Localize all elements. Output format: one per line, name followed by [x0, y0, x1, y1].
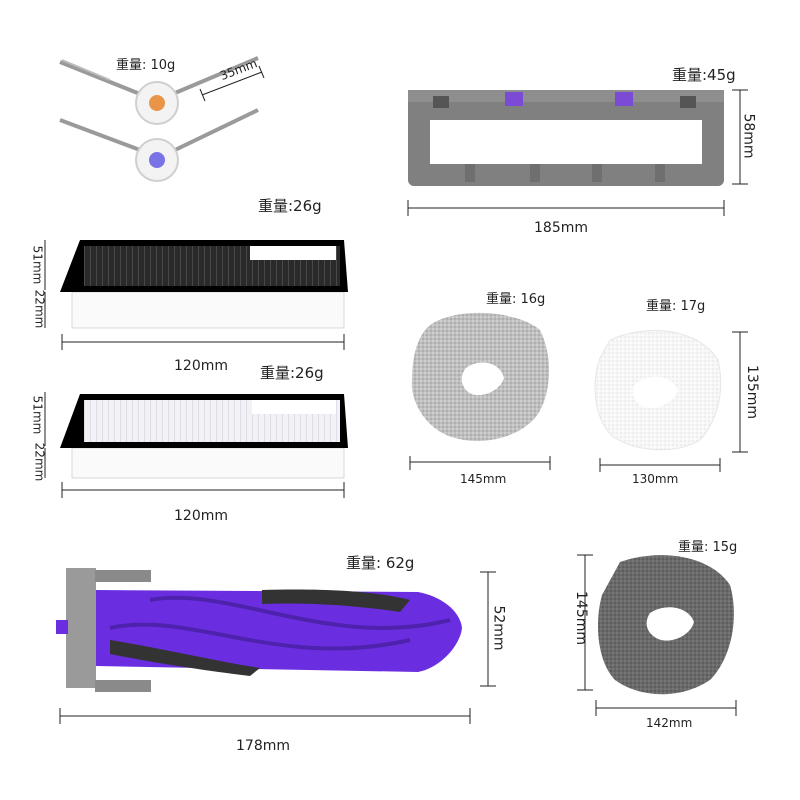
filter-white-width-label: 120mm: [174, 508, 228, 524]
mop-pad-white: [594, 330, 722, 451]
frame-width-label: 185mm: [534, 220, 588, 236]
filter-white: [60, 394, 348, 479]
roller-brush: [56, 568, 462, 692]
mop-dark-width-label: 142mm: [646, 716, 693, 730]
purple-hub: [149, 152, 165, 168]
filter-white-dimension-lines: [44, 392, 345, 498]
roller-height-label: 52mm: [490, 605, 507, 651]
mop-pad-dark: [598, 555, 734, 695]
side-brush-weight-label: 重量: 10g: [116, 58, 176, 73]
mop-white-height-label: 135mm: [744, 365, 760, 419]
mop-pad-gray: [411, 312, 550, 441]
frame-dimension-lines: [407, 89, 748, 216]
frame-height-label: 58mm: [740, 113, 757, 159]
frame-weight-label: 重量:45g: [672, 66, 736, 84]
mop-dark-height-label: 145mm: [573, 591, 589, 645]
roller-width-label: 178mm: [236, 738, 290, 754]
mop-white-weight-label: 重量: 17g: [646, 299, 706, 314]
filter-white-weight-label: 重量:26g: [260, 364, 324, 382]
filter-dark-depth-label: 51mm: [30, 245, 45, 285]
filter-dark-weight-label: 重量:26g: [258, 197, 322, 215]
side-brush-orange: [59, 56, 259, 125]
filter-dark-dimension-lines: [44, 240, 345, 350]
side-brush-purple: [59, 108, 259, 182]
orange-hub: [149, 95, 165, 111]
filter-dark: [60, 240, 348, 329]
side-brush-dimension-line: [199, 65, 265, 102]
filter-dark-height-label: 22mm: [32, 289, 47, 329]
filter-dark-width-label: 120mm: [174, 358, 228, 374]
mop-white-dimension-lines: [599, 331, 748, 472]
main-brush-frame: [408, 90, 724, 186]
mop-dark-dimension-lines: [577, 554, 737, 716]
filter-white-depth-label: 51mm: [30, 395, 45, 435]
mop-gray-dimension-line: [409, 456, 551, 470]
roller-dimension-lines: [59, 571, 496, 724]
mop-white-width-label: 130mm: [632, 472, 679, 486]
mop-dark-weight-label: 重量: 15g: [678, 540, 738, 555]
filter-white-height-label: 22mm: [32, 442, 47, 482]
mop-gray-weight-label: 重量: 16g: [486, 292, 546, 307]
mop-gray-width-label: 145mm: [460, 472, 507, 486]
roller-weight-label: 重量: 62g: [346, 554, 415, 572]
